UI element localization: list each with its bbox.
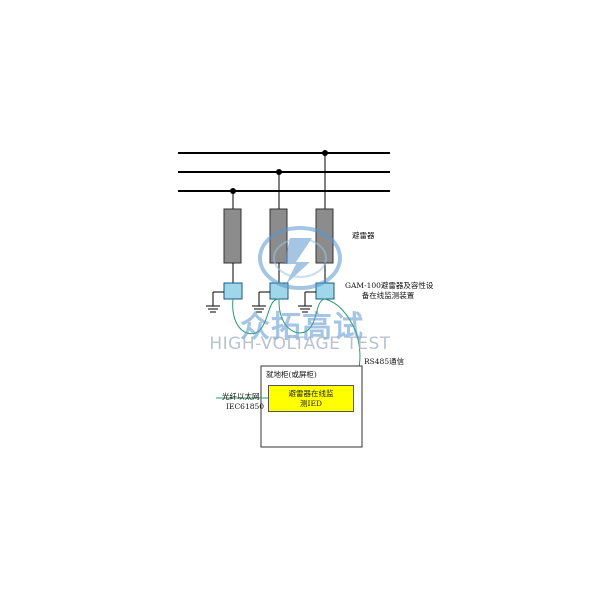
watermark-tagline: HIGH-VOLTAGE TEST [209, 334, 391, 354]
cabinet-label: 就地柜(或屏柜) [266, 370, 317, 379]
ied-label-line1: 避雷器在线监 [288, 389, 334, 398]
ied-label-line2: 测IED [300, 399, 322, 408]
ethernet-label-line2: IEC61850 [226, 402, 265, 411]
watermark-logo-icon [258, 226, 342, 290]
ethernet-label-line1: 光纤以太网 [222, 392, 260, 401]
monitor-device-label-line1: GAM-100避雷器及容性设 [345, 281, 434, 290]
monitor-device-label-line2: 备在线监测装置 [361, 291, 415, 300]
arrester-label: 避雷器 [352, 231, 375, 240]
rs485-cable [232, 298, 361, 405]
ied-box: 避雷器在线监 测IED [268, 385, 354, 412]
sensor-box [223, 282, 243, 300]
watermark-brand: 众拓高试 [240, 310, 364, 345]
rs485-label: RS485通信 [364, 357, 405, 366]
arrester-body [223, 208, 242, 264]
